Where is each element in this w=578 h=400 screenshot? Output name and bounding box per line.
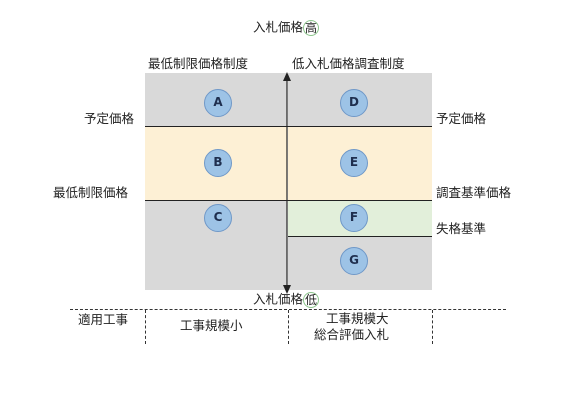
right-column-header: 低入札価格調査制度 xyxy=(292,56,405,71)
left-column-header: 最低制限価格制度 xyxy=(148,56,249,71)
axis-high-prefix: 入札価格 xyxy=(253,19,304,35)
footer-divider-middle xyxy=(288,310,289,344)
footer-right-description-line2: 総合評価入札 xyxy=(314,327,390,342)
axis-low-label: 入札価格低 xyxy=(253,291,320,308)
footer-divider-right xyxy=(432,310,433,344)
circle-d: D xyxy=(340,89,368,117)
footer-applicable-label: 適用工事 xyxy=(78,312,129,327)
left-minimum-price-label: 最低制限価格 xyxy=(53,185,129,200)
price-axis-arrow xyxy=(283,72,291,294)
footer-divider-left xyxy=(145,310,146,344)
right-investigation-price-label: 調査基準価格 xyxy=(436,185,512,200)
circle-e: E xyxy=(340,149,368,177)
circle-b: B xyxy=(204,149,232,177)
circle-g: G xyxy=(340,247,368,275)
axis-low-circled: 低 xyxy=(303,292,320,308)
right-disqualification-label: 失格基準 xyxy=(436,221,487,236)
disqualification-line xyxy=(288,236,432,237)
right-planned-price-label: 予定価格 xyxy=(436,111,487,126)
footer-top-border xyxy=(70,309,506,310)
circle-a: A xyxy=(204,89,232,117)
planned-price-line xyxy=(145,126,432,127)
axis-low-prefix: 入札価格 xyxy=(253,291,304,307)
threshold-line xyxy=(145,200,432,201)
footer-right-description-line1: 工事規模大 xyxy=(326,311,389,326)
axis-high-label: 入札価格高 xyxy=(253,19,320,36)
left-planned-price-label: 予定価格 xyxy=(84,111,135,126)
axis-high-circled: 高 xyxy=(303,20,320,36)
circle-f: F xyxy=(340,204,368,232)
footer-left-description: 工事規模小 xyxy=(180,318,243,333)
circle-c: C xyxy=(204,204,232,232)
